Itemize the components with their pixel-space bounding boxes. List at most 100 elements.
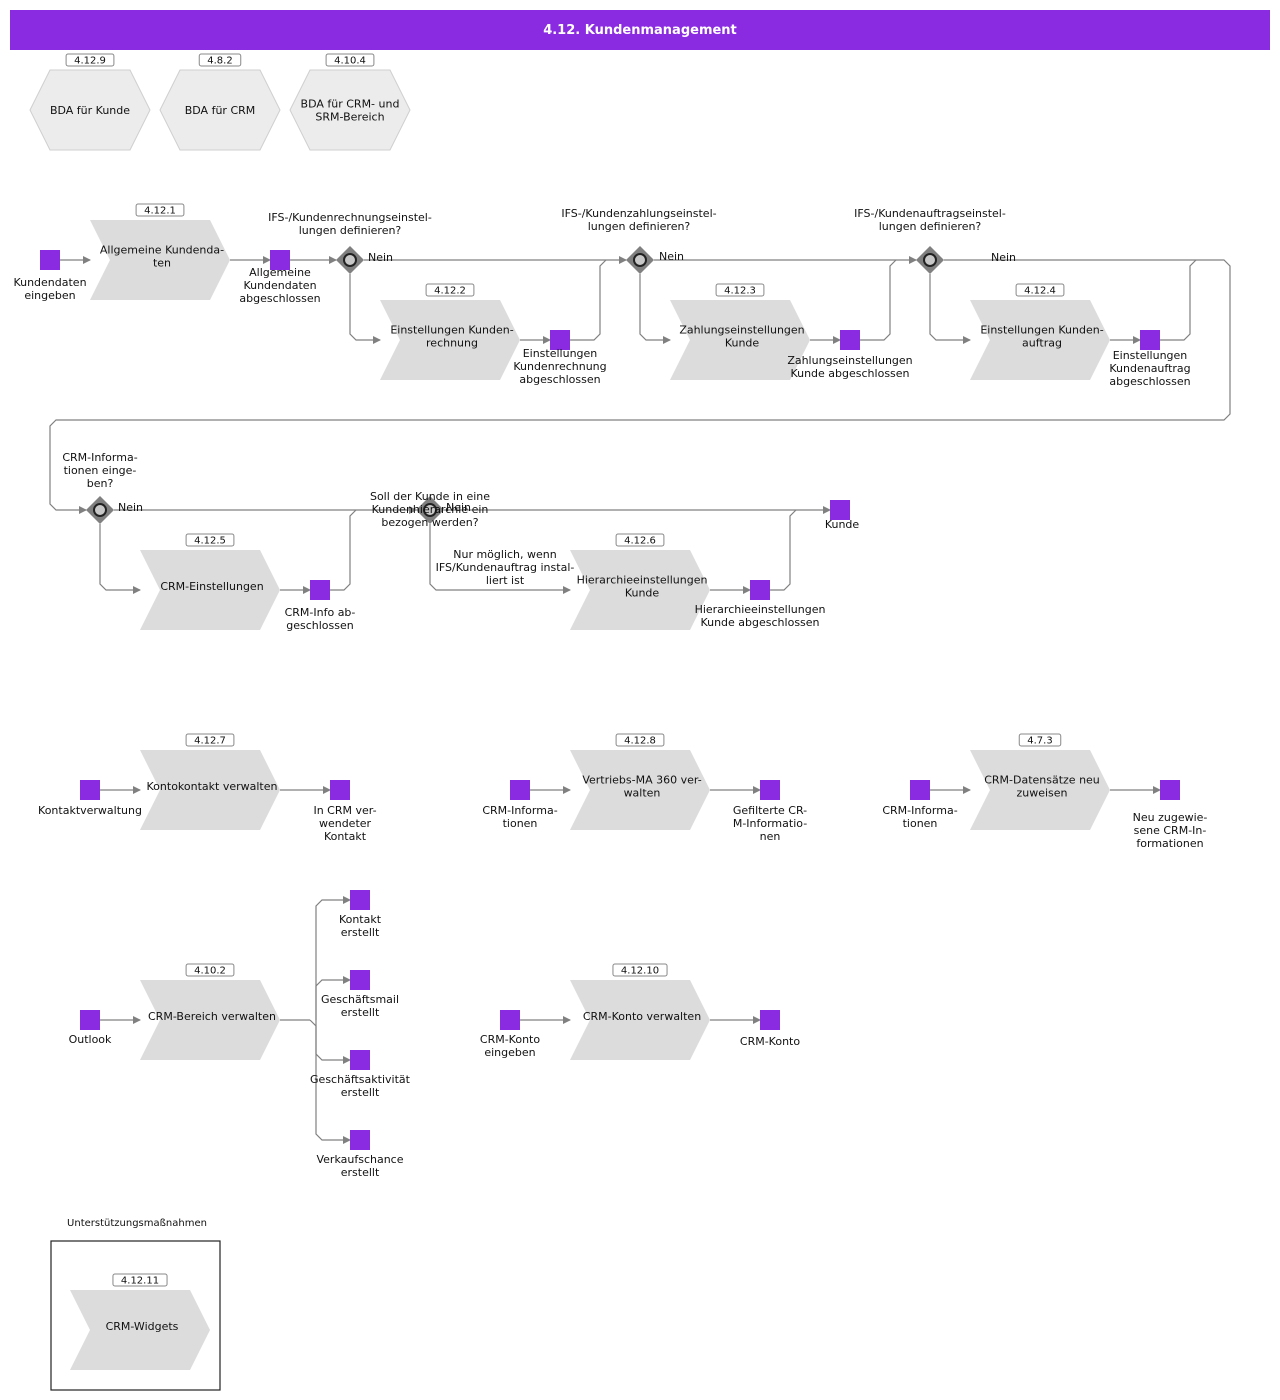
event-20[interactable] bbox=[760, 1010, 780, 1030]
gateway-1[interactable] bbox=[626, 246, 654, 274]
event-17[interactable] bbox=[350, 1050, 370, 1070]
process-shape[interactable] bbox=[70, 1290, 210, 1370]
event-marker[interactable] bbox=[40, 250, 60, 270]
event-3[interactable] bbox=[840, 330, 860, 350]
event-marker[interactable] bbox=[500, 1010, 520, 1030]
connector-line bbox=[309, 1019, 351, 1144]
gateway-question: IFS-/Kundenzahlungseinstel-lungen defini… bbox=[561, 207, 716, 233]
event-marker[interactable] bbox=[310, 580, 330, 600]
gateway-no-label: Nein bbox=[991, 251, 1016, 264]
process-4-12-5[interactable] bbox=[140, 550, 280, 630]
connector-line bbox=[770, 509, 797, 591]
event-4[interactable] bbox=[1140, 330, 1160, 350]
event-marker[interactable] bbox=[840, 330, 860, 350]
process-4-12-4[interactable] bbox=[970, 300, 1110, 380]
event-marker[interactable] bbox=[350, 890, 370, 910]
connector-line bbox=[1160, 259, 1197, 341]
gateway-2[interactable] bbox=[916, 246, 944, 274]
process-4-12-1[interactable] bbox=[90, 220, 230, 300]
event-marker[interactable] bbox=[750, 580, 770, 600]
event-marker[interactable] bbox=[80, 1010, 100, 1030]
event-13[interactable] bbox=[1160, 780, 1180, 800]
interface-4-12-9[interactable] bbox=[29, 69, 151, 151]
svg-text:4.10.2: 4.10.2 bbox=[194, 966, 226, 977]
process-4-12-11[interactable] bbox=[70, 1290, 210, 1370]
interface-shape[interactable] bbox=[29, 69, 151, 151]
process-4-12-7[interactable] bbox=[140, 750, 280, 830]
svg-text:4.12.2: 4.12.2 bbox=[434, 286, 466, 297]
interface-4-10-4[interactable] bbox=[289, 69, 411, 151]
event-marker[interactable] bbox=[1140, 330, 1160, 350]
interface-shape[interactable] bbox=[289, 69, 411, 151]
process-4-12-10[interactable] bbox=[570, 980, 710, 1060]
event-marker[interactable] bbox=[830, 500, 850, 520]
gateway-3[interactable] bbox=[86, 496, 114, 524]
process-shape[interactable] bbox=[970, 300, 1110, 380]
process-shape[interactable] bbox=[140, 980, 280, 1060]
event-1[interactable] bbox=[270, 250, 290, 270]
connector-line bbox=[99, 524, 141, 594]
event-0[interactable] bbox=[40, 250, 60, 270]
event-marker[interactable] bbox=[80, 780, 100, 800]
event-9[interactable] bbox=[330, 780, 350, 800]
event-12[interactable] bbox=[910, 780, 930, 800]
event-marker[interactable] bbox=[350, 970, 370, 990]
process-4-12-3[interactable] bbox=[670, 300, 810, 380]
interface-id-badge: 4.8.2 bbox=[198, 53, 242, 67]
event-marker[interactable] bbox=[1160, 780, 1180, 800]
event-marker[interactable] bbox=[510, 780, 530, 800]
event-15[interactable] bbox=[350, 890, 370, 910]
event-marker[interactable] bbox=[760, 1010, 780, 1030]
process-shape[interactable] bbox=[140, 750, 280, 830]
process-shape[interactable] bbox=[670, 300, 810, 380]
process-4-12-6[interactable] bbox=[570, 550, 710, 630]
event-7[interactable] bbox=[830, 500, 850, 520]
event-marker[interactable] bbox=[350, 1050, 370, 1070]
process-shape[interactable] bbox=[970, 750, 1110, 830]
process-shape[interactable] bbox=[140, 550, 280, 630]
event-2[interactable] bbox=[550, 330, 570, 350]
process-shape[interactable] bbox=[570, 980, 710, 1060]
event-10[interactable] bbox=[510, 780, 530, 800]
interface-4-8-2[interactable] bbox=[159, 69, 281, 151]
connector-line bbox=[330, 509, 357, 591]
event-19[interactable] bbox=[500, 1010, 520, 1030]
gateway-4[interactable] bbox=[416, 496, 444, 524]
event-marker[interactable] bbox=[330, 780, 350, 800]
event-label: CRM-Konto bbox=[740, 1035, 800, 1048]
process-shape[interactable] bbox=[570, 550, 710, 630]
process-4-7-3[interactable] bbox=[970, 750, 1110, 830]
svg-text:4.12.7: 4.12.7 bbox=[194, 736, 226, 747]
event-16[interactable] bbox=[350, 970, 370, 990]
event-marker[interactable] bbox=[760, 780, 780, 800]
process-4-12-2[interactable] bbox=[380, 300, 520, 380]
event-marker[interactable] bbox=[550, 330, 570, 350]
process-4-10-2[interactable] bbox=[140, 980, 280, 1060]
event-8[interactable] bbox=[80, 780, 100, 800]
event-marker[interactable] bbox=[270, 250, 290, 270]
event-label: CRM-Informa-tionen bbox=[882, 804, 957, 830]
process-shape[interactable] bbox=[570, 750, 710, 830]
interface-shape[interactable] bbox=[159, 69, 281, 151]
gateway-0[interactable] bbox=[336, 246, 364, 274]
svg-text:4.12.3: 4.12.3 bbox=[724, 286, 756, 297]
event-14[interactable] bbox=[80, 1010, 100, 1030]
process-4-12-8[interactable] bbox=[570, 750, 710, 830]
event-5[interactable] bbox=[310, 580, 330, 600]
event-marker[interactable] bbox=[350, 1130, 370, 1150]
process-label: CRM-Bereich verwalten bbox=[148, 1010, 276, 1023]
event-18[interactable] bbox=[350, 1130, 370, 1150]
process-id-badge: 4.12.10 bbox=[612, 963, 668, 977]
event-6[interactable] bbox=[750, 580, 770, 600]
process-shape[interactable] bbox=[90, 220, 230, 300]
process-shape[interactable] bbox=[380, 300, 520, 380]
event-11[interactable] bbox=[760, 780, 780, 800]
process-label: Kontokontakt verwalten bbox=[147, 780, 278, 793]
event-marker[interactable] bbox=[910, 780, 930, 800]
